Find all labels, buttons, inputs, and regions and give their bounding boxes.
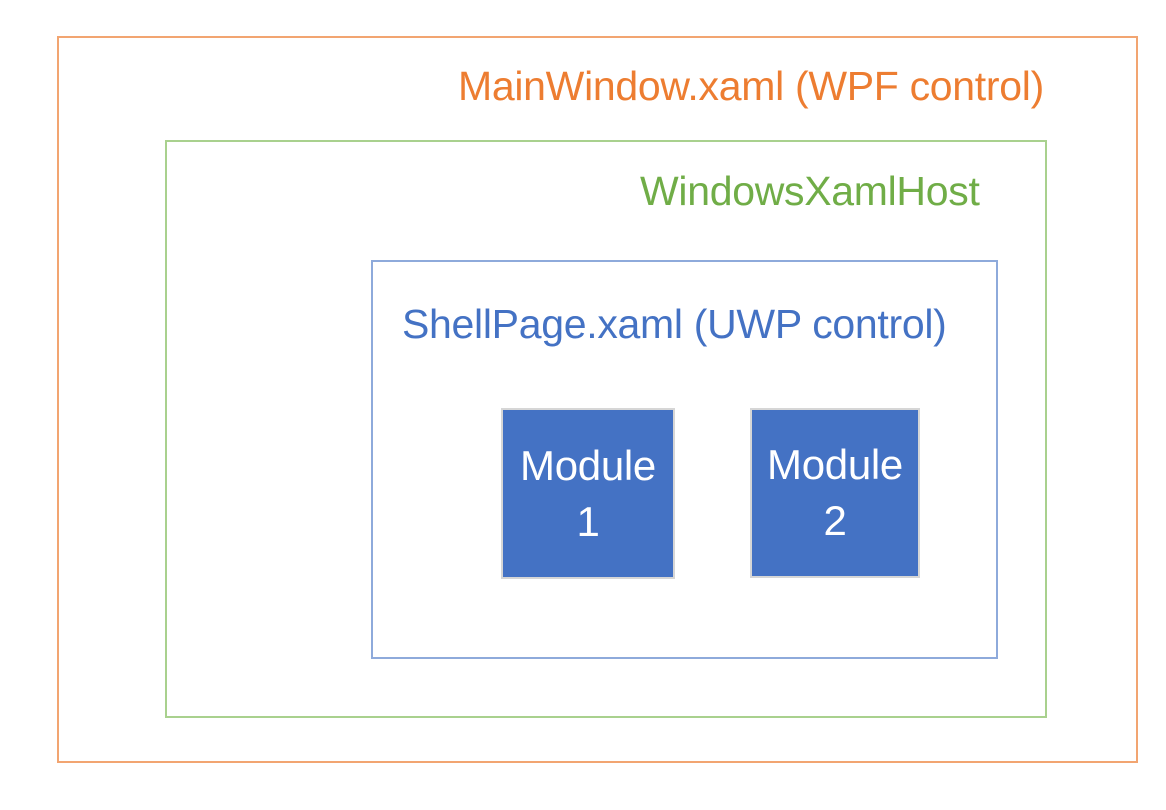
module-1-box: Module 1 [501, 408, 675, 579]
module-1-label-line1: Module [520, 441, 656, 489]
wpf-mainwindow-label: MainWindow.xaml (WPF control) [458, 63, 1044, 109]
module-2-label-line1: Module [767, 441, 903, 489]
windows-xaml-host-label: WindowsXamlHost [640, 168, 980, 214]
shell-page-box [371, 260, 998, 659]
module-1-label-line2: 1 [576, 497, 600, 545]
module-2-box: Module 2 [750, 408, 920, 578]
shell-page-label: ShellPage.xaml (UWP control) [402, 301, 947, 347]
module-2-label-line2: 2 [823, 497, 847, 544]
wpf-mainwindow-box [57, 36, 1138, 763]
windows-xaml-host-box [165, 140, 1047, 718]
